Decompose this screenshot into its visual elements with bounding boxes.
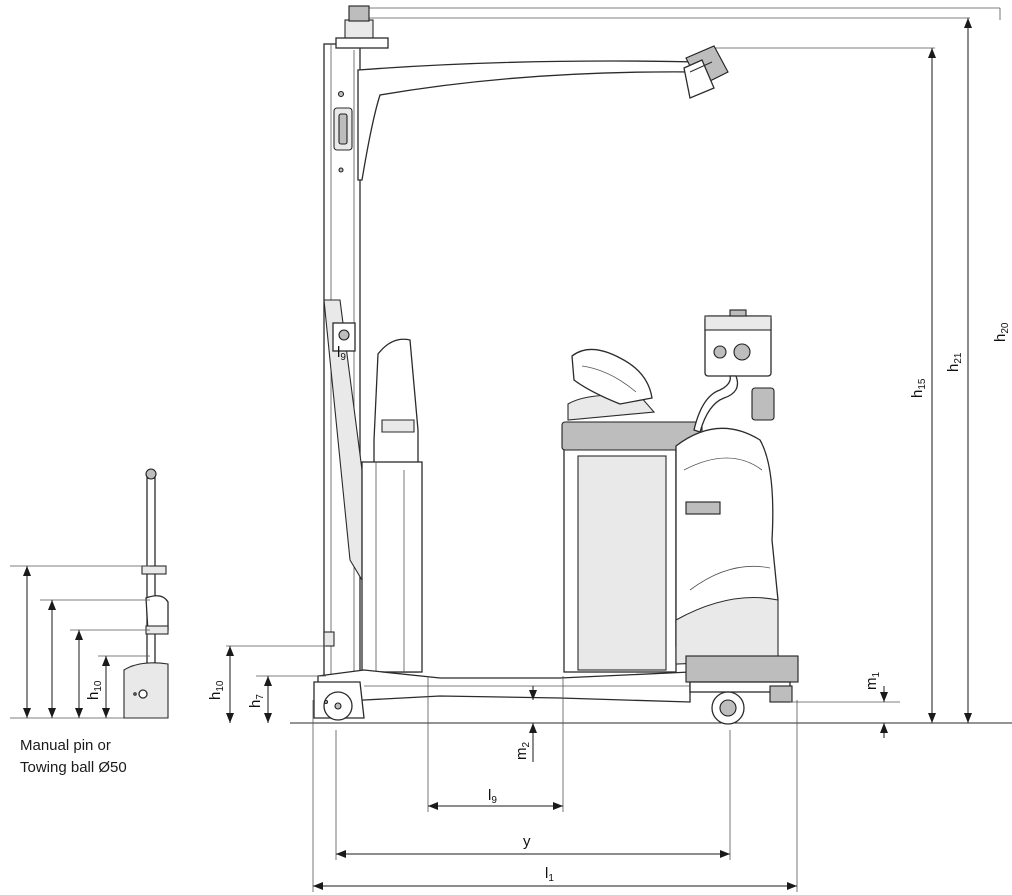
operator-console bbox=[567, 348, 656, 421]
label-h7: h7 bbox=[247, 694, 266, 708]
beacon-lamp bbox=[683, 45, 729, 99]
chassis bbox=[317, 669, 691, 703]
battery-compartment bbox=[561, 421, 703, 673]
drive-cover bbox=[675, 427, 779, 665]
m2-dimension bbox=[529, 686, 537, 762]
inset-caption: Manual pin or Towing ball Ø50 bbox=[20, 737, 127, 776]
castor-wheel bbox=[313, 681, 365, 721]
label-y: y bbox=[523, 833, 531, 850]
h10-h7-dimensions bbox=[226, 645, 326, 723]
inset-dimensions bbox=[23, 566, 110, 718]
label-h20: h20 bbox=[992, 322, 1011, 342]
caption-line-1: Manual pin or bbox=[20, 737, 111, 754]
control-box bbox=[693, 309, 775, 433]
label-m1: m1 bbox=[863, 672, 882, 691]
label-h21: h21 bbox=[945, 352, 964, 372]
label-l1: l1 bbox=[545, 865, 554, 884]
height-dimensions bbox=[928, 8, 1001, 723]
length-dimensions bbox=[312, 676, 798, 892]
label-h10-main: h10 bbox=[207, 680, 226, 700]
label-h15: h15 bbox=[909, 378, 928, 398]
inset-coupling bbox=[10, 468, 169, 719]
caption-line-2: Towing ball Ø50 bbox=[20, 759, 127, 776]
label-h10-inset: h10 bbox=[85, 680, 104, 700]
label-m2: m2 bbox=[513, 742, 532, 761]
dimension-labels: h15 h21 h20 h10 h10 h7 m1 m2 l9 l9 y bbox=[85, 322, 1011, 884]
label-l9-mast-mark: l9 bbox=[337, 344, 346, 363]
drive-wheel bbox=[685, 655, 799, 725]
label-l9-dimension: l9 bbox=[488, 787, 497, 806]
backrest bbox=[361, 338, 423, 673]
top-extension-lines bbox=[368, 7, 1000, 49]
mast bbox=[323, 5, 701, 685]
m1-dimension bbox=[790, 686, 900, 738]
